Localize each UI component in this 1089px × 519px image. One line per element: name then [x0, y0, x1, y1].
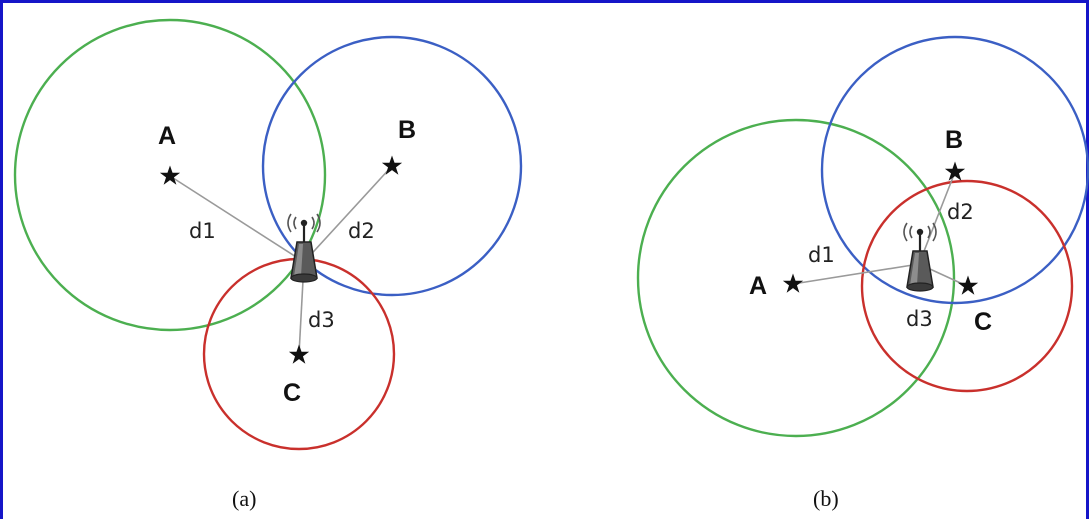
- panel-b-label-a: A: [749, 272, 767, 300]
- panel-b-label-b: B: [945, 126, 963, 154]
- panel-a-label-a: A: [158, 122, 176, 150]
- panel-b-label-d3: d3: [906, 307, 933, 331]
- panel-a-star-icon-c: [288, 344, 310, 364]
- panel-b-caption: (b): [813, 486, 839, 511]
- panel-a-star-icon-b: [381, 155, 403, 175]
- panel-b-label-d1: d1: [808, 243, 835, 267]
- panel-a-circle-a: [13, 18, 327, 332]
- panel-a-caption: (a): [232, 486, 256, 511]
- panel-a-label-d1: d1: [189, 219, 216, 243]
- panel-b-line-d1: [792, 263, 920, 285]
- panel-b: A B C d1 d2 d3 (b): [636, 35, 1089, 511]
- panel-b-star-icon-c: [957, 275, 979, 295]
- panel-b-star-icon-b: [944, 161, 966, 181]
- panel-b-circle-c: [860, 179, 1074, 393]
- panel-a-circle-b: [261, 35, 523, 297]
- panel-b-label-d2: d2: [947, 200, 974, 224]
- panel-b-label-c: C: [974, 308, 992, 336]
- panel-a-label-d3: d3: [308, 308, 335, 332]
- panel-b-line-d2: [918, 171, 956, 265]
- panel-a-label-c: C: [283, 379, 301, 407]
- panel-a-line-d1: [169, 175, 305, 263]
- panel-a: A B C d1 d2 d3 (a): [13, 18, 523, 511]
- panel-a-line-d2: [303, 165, 393, 263]
- panel-b-circle-b: [820, 35, 1089, 305]
- panel-b-circle-a: [636, 118, 956, 438]
- panel-a-label-b: B: [398, 116, 416, 144]
- panel-a-label-d2: d2: [348, 219, 375, 243]
- panel-a-star-icon-a: [159, 165, 181, 185]
